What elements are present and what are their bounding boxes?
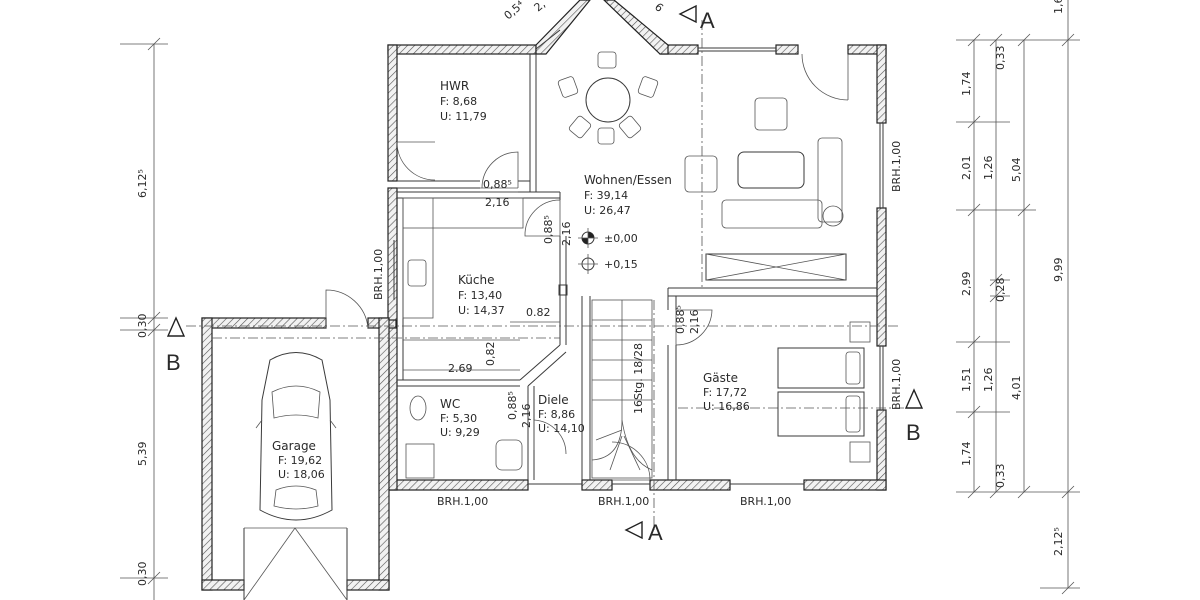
dim-label: 0,33 — [994, 46, 1007, 71]
dim-label: 1,26 — [982, 368, 995, 393]
dim-label: 2, — [532, 0, 548, 14]
room-name: Gäste — [703, 371, 738, 385]
dim-label: 1,62 — [1052, 0, 1065, 14]
room-label-diele: Diele F: 8,86 U: 14,10 — [538, 393, 585, 435]
room-name: WC — [440, 397, 460, 411]
dim-label: 1,74 — [960, 72, 973, 97]
room-area: F: 19,62 — [278, 454, 322, 467]
section-letter: A — [700, 8, 715, 33]
section-letter: A — [648, 520, 663, 545]
dining-table — [557, 51, 659, 145]
staircase — [591, 299, 653, 479]
dim-label: 2,12⁵ — [1052, 527, 1065, 556]
brh-label: BRH.1,00 — [740, 495, 791, 508]
dim-label: 0,30 — [136, 314, 149, 339]
brh-label: BRH.1,00 — [598, 495, 649, 508]
room-label-kueche: Küche F: 13,40 U: 14,37 — [458, 273, 505, 317]
dim-label: 2,16 — [520, 404, 533, 429]
room-label-garage: Garage F: 19,62 U: 18,06 — [272, 439, 325, 481]
room-area: F: 8,68 — [440, 95, 477, 108]
dim-label: 0,82 — [484, 342, 497, 367]
dim-label: 0,33 — [994, 464, 1007, 489]
room-name: Küche — [458, 273, 494, 287]
right-dimension-chains: 1,74 2,01 2,99 1,51 1,74 1,26 0,28 1,26 … — [956, 0, 1080, 595]
brh-label: BRH.1,00 — [890, 141, 903, 192]
level-marker-main: ±0,00 — [578, 228, 638, 248]
dim-label: 9,99 — [1052, 258, 1065, 283]
reference-lines — [186, 20, 910, 530]
room-name: Garage — [272, 439, 316, 453]
room-perimeter: U: 18,06 — [278, 468, 325, 481]
level-label: +0,15 — [604, 258, 638, 271]
room-label-wc: WC F: 5,30 U: 9,29 — [440, 397, 480, 439]
guest-beds — [777, 321, 871, 463]
brh-label: BRH.1,00 — [372, 249, 385, 300]
room-label-wohnen: Wohnen/Essen F: 39,14 U: 26,47 — [584, 173, 672, 217]
car-icon — [255, 352, 337, 521]
room-name: Wohnen/Essen — [584, 173, 672, 187]
interior-dimensions: 0,88⁵ 2,16 2,16 0,88⁵ 0.82 0,82 2.69 2,1… — [448, 0, 701, 428]
dim-label: 2,99 — [960, 272, 973, 297]
wc-fixtures — [405, 395, 523, 479]
room-area: F: 5,30 — [440, 412, 477, 425]
dim-label: 6,12⁵ — [136, 169, 149, 198]
room-area: F: 17,72 — [703, 386, 747, 399]
brh-labels: BRH.1,00 BRH.1,00 BRH.1,00 BRH.1,00 BRH.… — [372, 141, 903, 508]
section-marker-b-left: B — [166, 316, 186, 375]
garage-door-opening — [243, 289, 369, 600]
section-letter: B — [166, 350, 181, 375]
dim-label: 0,88⁵ — [506, 391, 519, 420]
dim-label: 2,16 — [485, 196, 510, 209]
room-area: F: 8,86 — [538, 408, 575, 421]
room-perimeter: U: 14,37 — [458, 304, 505, 317]
living-furniture — [684, 97, 847, 281]
room-area: F: 39,14 — [584, 189, 628, 202]
garage-walls — [201, 317, 390, 591]
brh-label: BRH.1,00 — [890, 359, 903, 410]
dim-label: 2,01 — [960, 156, 973, 181]
section-marker-b-right: B — [904, 388, 924, 445]
room-label-hwr: HWR F: 8,68 U: 11,79 — [440, 79, 487, 123]
dim-label: 1,74 — [960, 442, 973, 467]
dim-label: 2,16 — [560, 222, 573, 247]
brh-label: BRH.1,00 — [437, 495, 488, 508]
room-perimeter: U: 11,79 — [440, 110, 487, 123]
dim-label: 0.82 — [526, 306, 551, 319]
section-marker-a-top: A — [678, 4, 715, 33]
stair-label: 16Stg. 18/28 — [632, 343, 645, 414]
room-perimeter: U: 26,47 — [584, 204, 631, 217]
dim-label: 4,01 — [1010, 376, 1023, 401]
room-perimeter: U: 14,10 — [538, 422, 585, 435]
dim-label: 1,51 — [960, 368, 973, 393]
kitchen-counter — [402, 197, 524, 371]
windows — [387, 29, 884, 485]
dim-label: 2,16 — [688, 310, 701, 335]
level-marker-raised: +0,15 — [578, 254, 638, 274]
dim-label: 0,5⁴ — [502, 0, 528, 22]
left-dimension-chain: 6,12⁵ 0,30 5,39 0,30 — [120, 37, 168, 600]
room-area: F: 13,40 — [458, 289, 502, 302]
room-label-gaeste: Gäste F: 17,72 U: 16,86 — [703, 371, 750, 413]
section-marker-a-bottom: A — [624, 520, 663, 545]
dim-label: 0,88⁵ — [483, 178, 512, 191]
dim-label: 6 — [652, 0, 666, 14]
dim-label: 5,39 — [136, 442, 149, 467]
dim-label: 5,04 — [1010, 158, 1023, 183]
dim-label: 1,26 — [982, 156, 995, 181]
dim-label: 0,88⁵ — [674, 305, 687, 334]
room-name: Diele — [538, 393, 569, 407]
room-name: HWR — [440, 79, 469, 93]
section-letter: B — [906, 420, 921, 445]
room-perimeter: U: 9,29 — [440, 426, 480, 439]
dim-label: 2.69 — [448, 362, 473, 375]
level-label: ±0,00 — [604, 232, 638, 245]
dim-label: 0,28 — [994, 278, 1007, 303]
room-perimeter: U: 16,86 — [703, 400, 750, 413]
dim-label: 0,30 — [136, 562, 149, 587]
dim-label: 0,88⁵ — [542, 215, 555, 244]
